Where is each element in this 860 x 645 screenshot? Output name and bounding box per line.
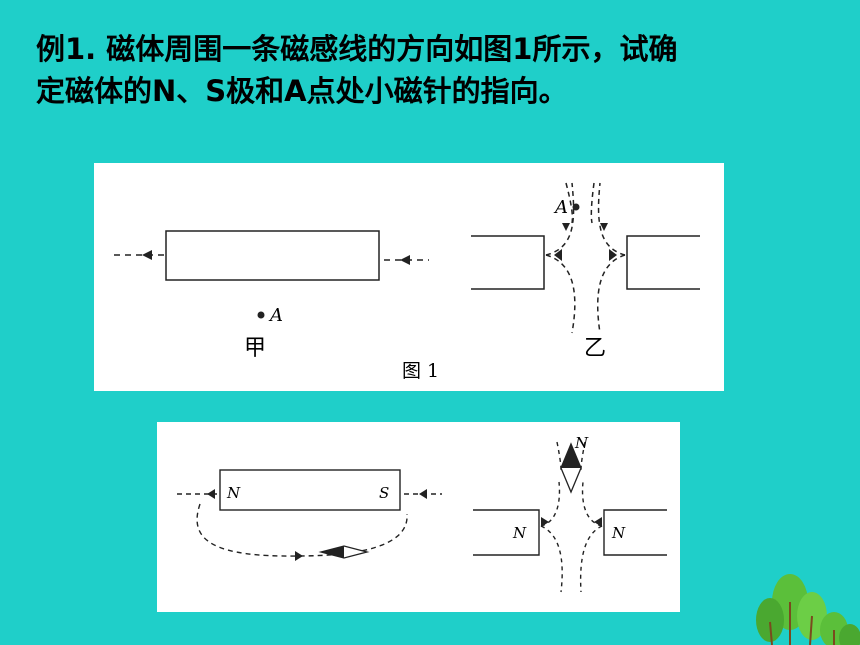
arrow-yi-right xyxy=(609,249,617,261)
right-magnet-pole: N xyxy=(611,524,626,542)
arrow-right xyxy=(400,255,410,265)
compass-needle-a xyxy=(318,545,370,559)
question-text: 例1. 磁体周围一条磁感线的方向如图1所示，试确 定磁体的N、S极和A点处小磁针… xyxy=(36,28,826,112)
arrow-yi-up-right xyxy=(600,223,608,231)
tree-decoration xyxy=(756,574,860,645)
point-a-label: A xyxy=(268,305,283,326)
figure-caption: 图 1 xyxy=(402,360,439,382)
bar-magnet xyxy=(165,230,380,281)
right-magnet xyxy=(626,235,700,290)
bar-left-pole: N xyxy=(226,484,241,502)
arrow-yi-up-left xyxy=(562,223,570,231)
arrow-answer-right xyxy=(419,489,427,499)
arrow-yi-left xyxy=(554,249,562,261)
question-line-2: 定磁体的N、S极和A点处小磁针的指向。 xyxy=(36,74,568,108)
arrow-answer-yi-left xyxy=(541,517,549,527)
figure-1-panel: A A 甲 乙 图 1 xyxy=(94,163,724,391)
figure-2-diagram: N S N N N xyxy=(177,434,667,593)
arrow-answer-loop xyxy=(295,551,303,561)
right-magnet-answer xyxy=(603,509,667,556)
field-lines-yi xyxy=(545,182,626,334)
label-yi: 乙 xyxy=(584,336,606,361)
arrow-answer-left xyxy=(207,489,215,499)
left-magnet-pole: N xyxy=(512,524,527,542)
arrow-left xyxy=(142,250,152,260)
question-line-1: 例1. 磁体周围一条磁感线的方向如图1所示，试确 xyxy=(36,32,678,66)
field-loop-answer xyxy=(196,503,408,557)
figure-1-diagram: A A 甲 乙 图 1 xyxy=(114,182,700,382)
compass-needle-yi xyxy=(560,442,582,494)
left-magnet-answer xyxy=(473,509,540,556)
point-a-dot-yi xyxy=(572,203,580,211)
point-a-dot xyxy=(257,311,265,319)
left-magnet xyxy=(471,235,545,290)
figure-2-panel: N S N N N xyxy=(157,422,680,612)
arrow-answer-yi-right xyxy=(594,517,602,527)
bar-magnet-answer xyxy=(219,469,401,511)
needle-top-label: N xyxy=(574,434,589,452)
label-jia: 甲 xyxy=(244,336,266,361)
bar-right-pole: S xyxy=(379,484,389,502)
point-a-label-yi: A xyxy=(553,197,568,218)
